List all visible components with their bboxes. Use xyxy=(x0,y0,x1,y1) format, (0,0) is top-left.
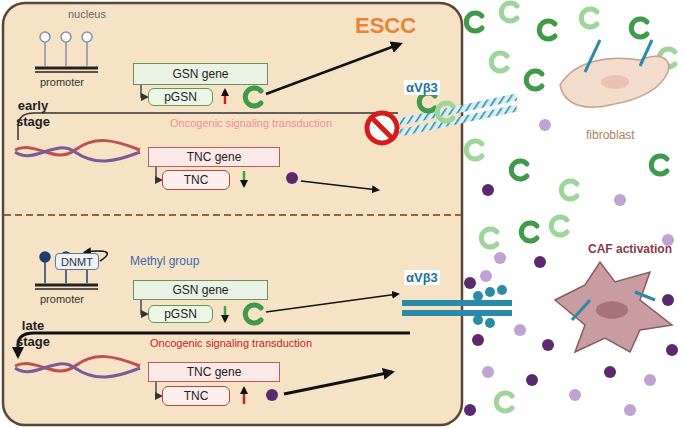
expression-arrow xyxy=(156,382,161,396)
expression-arrow xyxy=(141,85,147,97)
box-text: TNC xyxy=(184,389,209,403)
enzyme-box: DNMT xyxy=(55,253,99,270)
protein-box: TNC xyxy=(162,170,230,190)
region-label: nucleus xyxy=(68,8,106,20)
box-text: GSN gene xyxy=(172,283,228,297)
cell-outline: ESCCGSN genepGSNTNC geneTNCDNMTGSN genep… xyxy=(3,3,462,425)
cell-label: fibroblast xyxy=(586,128,635,142)
box-text: TNC xyxy=(184,173,209,187)
element-label: promoter xyxy=(40,293,84,305)
cell-label: CAF activation xyxy=(588,242,672,256)
pathway-label: Oncogenic signaling transduction xyxy=(150,337,312,349)
stage-label: early stage xyxy=(6,98,60,129)
gene-box: TNC gene xyxy=(148,147,280,167)
box-text: pGSN xyxy=(164,307,197,321)
protein-box: pGSN xyxy=(148,305,213,323)
box-text: GSN gene xyxy=(172,67,228,81)
cell-title: ESCC xyxy=(355,13,416,39)
box-text: DNMT xyxy=(61,256,93,268)
gene-box: GSN gene xyxy=(133,63,268,85)
box-text: TNC gene xyxy=(187,150,242,164)
element-label: promoter xyxy=(40,76,84,88)
annotation-label: Methyl group xyxy=(130,254,199,268)
gene-box: GSN gene xyxy=(133,280,268,300)
box-text: pGSN xyxy=(164,90,197,104)
receptor-label: αVβ3 xyxy=(404,270,440,285)
pathway-label: Oncogenic signaling transduction xyxy=(170,117,332,129)
protein-box: pGSN xyxy=(148,88,213,106)
receptor-label: αVβ3 xyxy=(404,80,440,95)
gene-box: TNC gene xyxy=(148,362,280,382)
stage-label: late stage xyxy=(6,318,60,349)
box-text: TNC gene xyxy=(187,365,242,379)
expression-arrow xyxy=(141,300,147,314)
protein-box: TNC xyxy=(162,386,230,406)
expression-arrow xyxy=(156,167,161,180)
